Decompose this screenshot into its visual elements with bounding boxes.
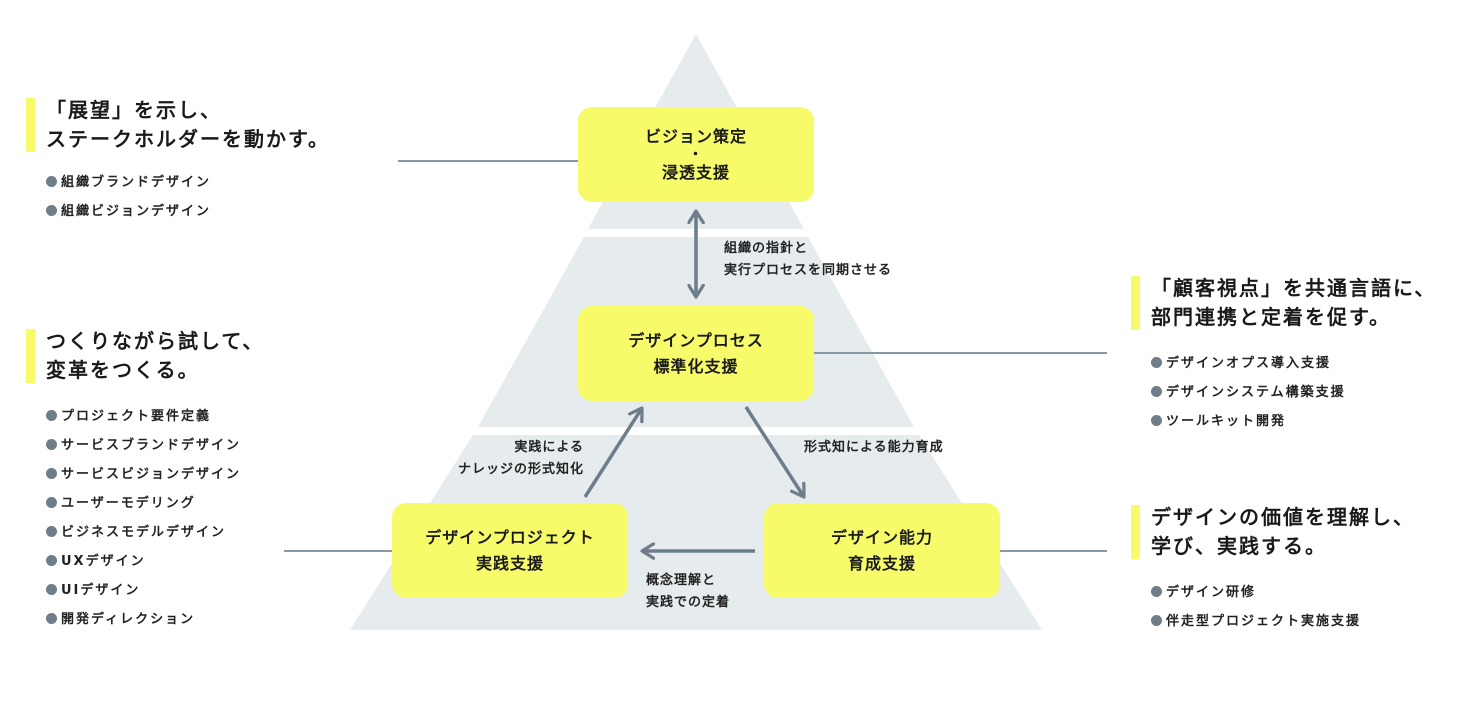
list-item: デザイン研修 xyxy=(1151,578,1415,607)
list-item-label: ツールキット開発 xyxy=(1166,414,1287,429)
bullet-icon xyxy=(46,468,57,479)
panel-process-heading-line1: 「顧客視点」を共通言語に、 xyxy=(1151,276,1437,300)
list-item-label: ユーザーモデリング xyxy=(61,496,196,511)
list-item-label: サービスブランドデザイン xyxy=(61,438,242,453)
list-item: UXデザイン xyxy=(46,547,264,576)
bullet-icon xyxy=(46,497,57,508)
panel-vision: 「展望」を示し、 ステークホルダーを動かす。 組織ブランドデザイン組織ビジョンデ… xyxy=(26,96,330,226)
box-vision-line1: ビジョン策定 xyxy=(644,126,747,146)
box-process-line2: 標準化支援 xyxy=(653,356,739,376)
list-item-label: ビジネスモデルデザイン xyxy=(61,525,227,540)
panel-project-heading-line1: つくりながら試して、 xyxy=(46,329,265,353)
flow-label-sync-line1: 組織の指針と xyxy=(724,241,809,256)
flow-label-sync-line2: 実行プロセスを同期させる xyxy=(724,263,893,278)
list-item-label: UXデザイン xyxy=(61,554,146,569)
flow-label-formalize: 実践による ナレッジの形式知化 xyxy=(424,437,584,481)
panel-capability-heading-line1: デザインの価値を理解し、 xyxy=(1151,505,1415,529)
panel-project-list: プロジェクト要件定義サービスブランドデザインサービスビジョンデザインユーザーモデ… xyxy=(26,402,264,634)
bullet-icon xyxy=(46,555,57,566)
panel-project: つくりながら試して、 変革をつくる。 プロジェクト要件定義サービスブランドデザイ… xyxy=(26,327,264,634)
box-project-line1: デザインプロジェクト xyxy=(425,527,595,547)
flow-label-establish-line2: 実践での定着 xyxy=(646,595,731,610)
bullet-icon xyxy=(1151,386,1162,397)
panel-vision-heading-line2: ステークホルダーを動かす。 xyxy=(46,127,330,151)
box-vision-line2: 浸透支援 xyxy=(661,162,730,182)
list-item: ビジネスモデルデザイン xyxy=(46,518,264,547)
list-item: デザインオプス導入支援 xyxy=(1151,349,1436,378)
box-project-line2: 実践支援 xyxy=(475,553,544,573)
bullet-icon xyxy=(1151,615,1162,626)
list-item: 開発ディレクション xyxy=(46,605,264,634)
list-item: プロジェクト要件定義 xyxy=(46,402,264,431)
panel-vision-heading: 「展望」を示し、 ステークホルダーを動かす。 xyxy=(26,96,330,154)
panel-vision-list: 組織ブランドデザイン組織ビジョンデザイン xyxy=(26,168,330,226)
list-item: 伴走型プロジェクト実施支援 xyxy=(1151,607,1415,636)
bullet-icon xyxy=(1151,357,1162,368)
list-item-label: サービスビジョンデザイン xyxy=(61,467,242,482)
list-item: UIデザイン xyxy=(46,576,264,605)
list-item-label: 組織ビジョンデザイン xyxy=(61,204,212,219)
panel-capability-heading-line2: 学び、実践する。 xyxy=(1151,534,1327,558)
bullet-icon xyxy=(46,526,57,537)
flow-label-develop: 形式知による能力育成 xyxy=(804,437,944,459)
list-item-label: 伴走型プロジェクト実施支援 xyxy=(1166,614,1362,629)
box-project: デザインプロジェクト 実践支援 xyxy=(392,503,628,598)
flow-label-develop-line1: 形式知による能力育成 xyxy=(804,440,944,455)
list-item-label: デザインシステム構築支援 xyxy=(1166,385,1346,400)
flow-label-establish-line1: 概念理解と xyxy=(646,573,717,588)
list-item: ユーザーモデリング xyxy=(46,489,264,518)
box-vision: ビジョン策定 ・ 浸透支援 xyxy=(578,107,814,202)
flow-label-establish: 概念理解と 実践での定着 xyxy=(646,570,730,614)
accent-bar xyxy=(1131,505,1140,559)
accent-bar xyxy=(1131,276,1140,330)
bullet-icon xyxy=(46,584,57,595)
bullet-icon xyxy=(46,176,57,187)
box-capability-line1: デザイン能力 xyxy=(830,527,933,547)
panel-capability-list: デザイン研修伴走型プロジェクト実施支援 xyxy=(1131,578,1415,636)
list-item: ツールキット開発 xyxy=(1151,407,1436,436)
list-item: サービスブランドデザイン xyxy=(46,431,264,460)
flow-label-formalize-line2: ナレッジの形式知化 xyxy=(457,462,584,477)
list-item: デザインシステム構築支援 xyxy=(1151,378,1436,407)
list-item-label: 開発ディレクション xyxy=(61,612,196,627)
panel-vision-heading-line1: 「展望」を示し、 xyxy=(46,98,222,122)
panel-project-heading-line2: 変革をつくる。 xyxy=(46,358,200,382)
panel-process: 「顧客視点」を共通言語に、 部門連携と定着を促す。 デザインオプス導入支援デザイ… xyxy=(1131,274,1436,436)
panel-capability-heading: デザインの価値を理解し、 学び、実践する。 xyxy=(1131,503,1415,561)
flow-label-sync: 組織の指針と 実行プロセスを同期させる xyxy=(724,238,892,282)
bullet-icon xyxy=(46,439,57,450)
panel-process-heading-line2: 部門連携と定着を促す。 xyxy=(1151,305,1391,329)
list-item-label: 組織ブランドデザイン xyxy=(61,175,212,190)
list-item: 組織ビジョンデザイン xyxy=(46,197,330,226)
panel-process-list: デザインオプス導入支援デザインシステム構築支援ツールキット開発 xyxy=(1131,349,1436,436)
flow-label-formalize-line1: 実践による xyxy=(514,440,584,455)
bullet-icon xyxy=(46,410,57,421)
panel-process-heading: 「顧客視点」を共通言語に、 部門連携と定着を促す。 xyxy=(1131,274,1436,332)
arrow-develop xyxy=(744,406,804,497)
arrow-formalize xyxy=(583,408,642,498)
bullet-icon xyxy=(1151,415,1162,426)
box-capability: デザイン能力 育成支援 xyxy=(764,503,1000,598)
box-process: デザインプロセス 標準化支援 xyxy=(578,306,814,401)
list-item: サービスビジョンデザイン xyxy=(46,460,264,489)
panel-project-heading: つくりながら試して、 変革をつくる。 xyxy=(26,327,264,385)
list-item-label: UIデザイン xyxy=(61,583,141,598)
list-item-label: プロジェクト要件定義 xyxy=(61,409,212,424)
accent-bar xyxy=(26,98,35,152)
bullet-icon xyxy=(46,613,57,624)
panel-capability: デザインの価値を理解し、 学び、実践する。 デザイン研修伴走型プロジェクト実施支… xyxy=(1131,503,1415,636)
bullet-icon xyxy=(1151,586,1162,597)
list-item: 組織ブランドデザイン xyxy=(46,168,330,197)
box-process-line1: デザインプロセス xyxy=(628,330,764,350)
accent-bar xyxy=(26,329,35,383)
list-item-label: デザイン研修 xyxy=(1166,585,1257,600)
box-vision-separator: ・ xyxy=(688,146,704,163)
list-item-label: デザインオプス導入支援 xyxy=(1166,356,1332,371)
box-capability-line2: 育成支援 xyxy=(847,553,916,573)
bullet-icon xyxy=(46,205,57,216)
